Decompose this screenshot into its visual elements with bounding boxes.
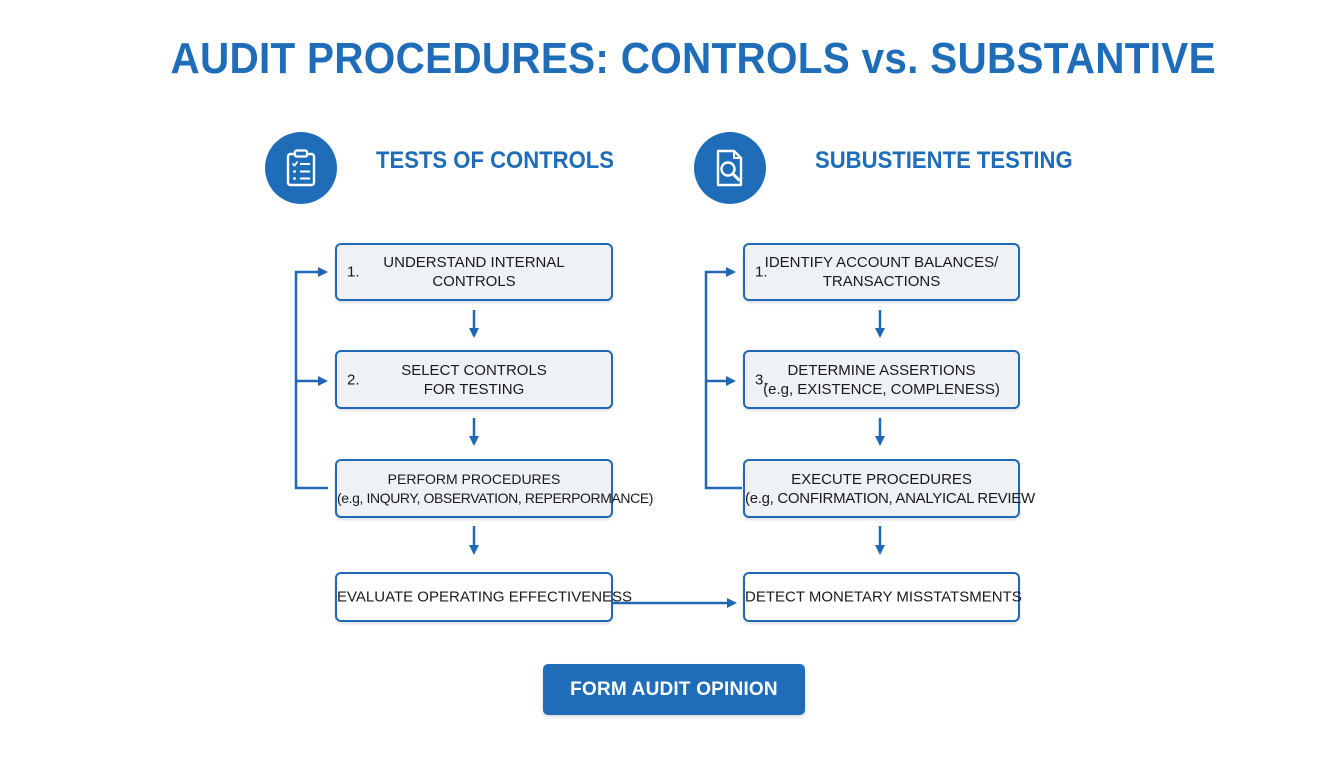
- form-audit-opinion-box: FORM AUDIT OPINION: [543, 664, 805, 715]
- diagram-title: AUDIT PROCEDURES: CONTROLS vs. SUBSTANTI…: [170, 34, 1216, 83]
- step-number: 1.: [755, 263, 768, 281]
- step-label: EVALUATE OPERATING EFFECTIVENESS: [337, 588, 633, 606]
- evaluate-effectiveness-box: EVALUATE OPERATING EFFECTIVENESS: [335, 572, 633, 622]
- step-number: 2.: [347, 371, 360, 388]
- document-magnifier-icon: [694, 132, 766, 204]
- controls-step-2: 2. SELECT CONTROLS FOR TESTING: [335, 350, 613, 409]
- substantive-step-3: EXECUTE PROCEDURES (e.g, CONFIRMATION, A…: [743, 459, 1035, 518]
- step-label: PERFORM PROCEDURES (e.g, INQURY, OBSERVA…: [337, 470, 654, 506]
- step-label: DETERMINE ASSERTIONS (e.g, EXISTENCE, CO…: [763, 361, 1000, 398]
- step-label: UNDERSTAND INTERNAL CONTROLS: [383, 254, 565, 290]
- step-label: IDENTIFY ACCOUNT BALANCES/ TRANSACTIONS: [764, 254, 999, 290]
- step-label: SELECT CONTROLS FOR TESTING: [401, 361, 547, 398]
- step-number: 3.: [755, 371, 768, 388]
- controls-step-1: 1. UNDERSTAND INTERNAL CONTROLS: [335, 243, 613, 301]
- step-label: EXECUTE PROCEDURES (e.g, CONFIRMATION, A…: [745, 470, 1035, 507]
- step-label: DETECT MONETARY MISSTATSMENTS: [745, 588, 1022, 606]
- detect-misstatements-box: DETECT MONETARY MISSTATSMENTS: [743, 572, 1022, 622]
- substantive-step-1: 1. IDENTIFY ACCOUNT BALANCES/ TRANSACTIO…: [743, 243, 1020, 301]
- step-number: 1.: [347, 263, 360, 281]
- substantive-testing-heading: SUBUSTIENTE TESTING: [815, 147, 1073, 174]
- substantive-step-2: 3. DETERMINE ASSERTIONS (e.g, EXISTENCE,…: [743, 350, 1020, 409]
- clipboard-checklist-icon: [265, 132, 337, 204]
- controls-step-3: PERFORM PROCEDURES (e.g, INQURY, OBSERVA…: [335, 459, 654, 518]
- tests-of-controls-heading: TESTS OF CONTROLS: [376, 147, 614, 174]
